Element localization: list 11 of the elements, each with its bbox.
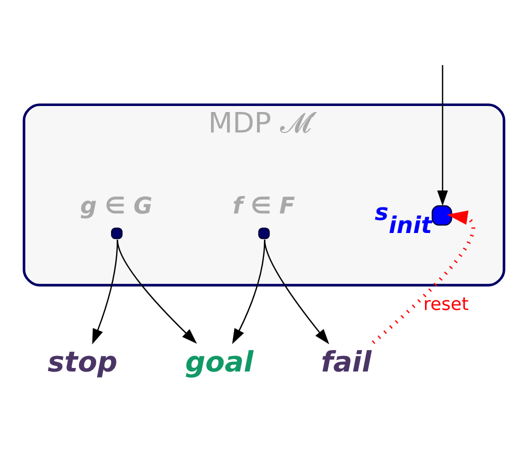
arrow: [116, 239, 197, 344]
arrow: [372, 210, 476, 344]
arrow: [264, 239, 330, 344]
arrow: [437, 64, 448, 206]
arrow: [92, 239, 118, 344]
node-text: fail: [320, 345, 372, 378]
edge-label: reset: [423, 293, 469, 314]
node-text: stop: [48, 345, 118, 378]
node-label: g ∈ G: [80, 192, 152, 219]
node-label: f ∈ F: [232, 192, 296, 219]
node-text: goal: [185, 345, 254, 378]
